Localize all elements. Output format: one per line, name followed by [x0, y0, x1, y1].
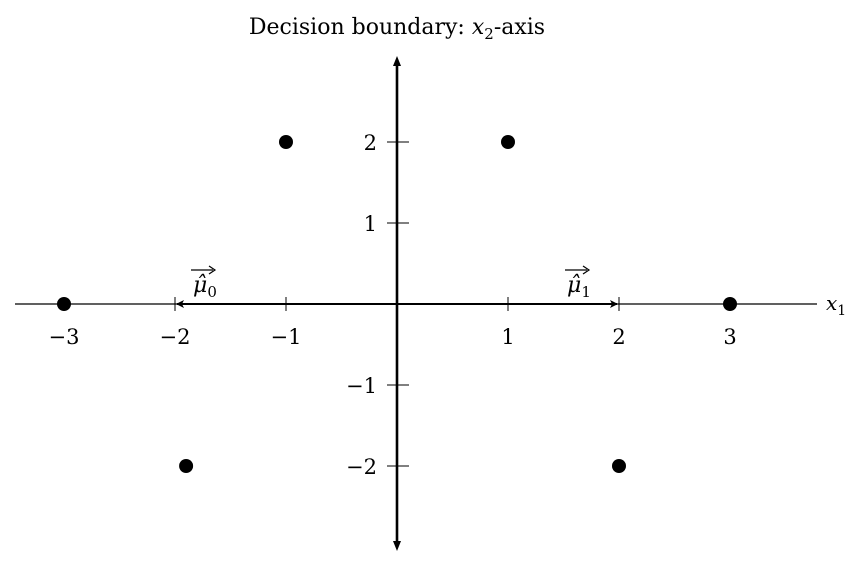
boundary-arrow-down [393, 541, 401, 551]
boundary-arrow-up [393, 56, 401, 66]
y-tick-label: 2 [364, 131, 377, 155]
data-point [501, 135, 515, 149]
y-tick-label: −1 [346, 374, 377, 398]
diagram-title: Decision boundary: x2-axis [249, 15, 545, 43]
data-points [57, 135, 737, 473]
x-tick-label: 2 [612, 325, 625, 349]
data-point [57, 297, 71, 311]
data-point [723, 297, 737, 311]
y-tick-label: −2 [346, 455, 377, 479]
mean-vector-label: μ̂1 [567, 273, 591, 301]
x-tick-label: −2 [160, 325, 191, 349]
x-tick-label: −1 [271, 325, 302, 349]
x-tick-label: 3 [723, 325, 736, 349]
data-point [612, 459, 626, 473]
x1-axis-label: x1 [826, 291, 846, 319]
data-point [179, 459, 194, 473]
y-tick-label: 1 [364, 212, 377, 236]
mean-vector-label: μ̂0 [193, 273, 217, 301]
x-tick-label: −3 [49, 325, 80, 349]
vector-overarrow-head [208, 265, 217, 275]
x-tick-label: 1 [501, 325, 514, 349]
vector-overarrow-head [582, 265, 591, 275]
axis-ticks: −3 −2 −1 1 2 3 2 1 −1 −2 [49, 131, 737, 479]
mean-vectors: μ̂0 μ̂1 [176, 265, 618, 308]
data-point [279, 135, 293, 149]
